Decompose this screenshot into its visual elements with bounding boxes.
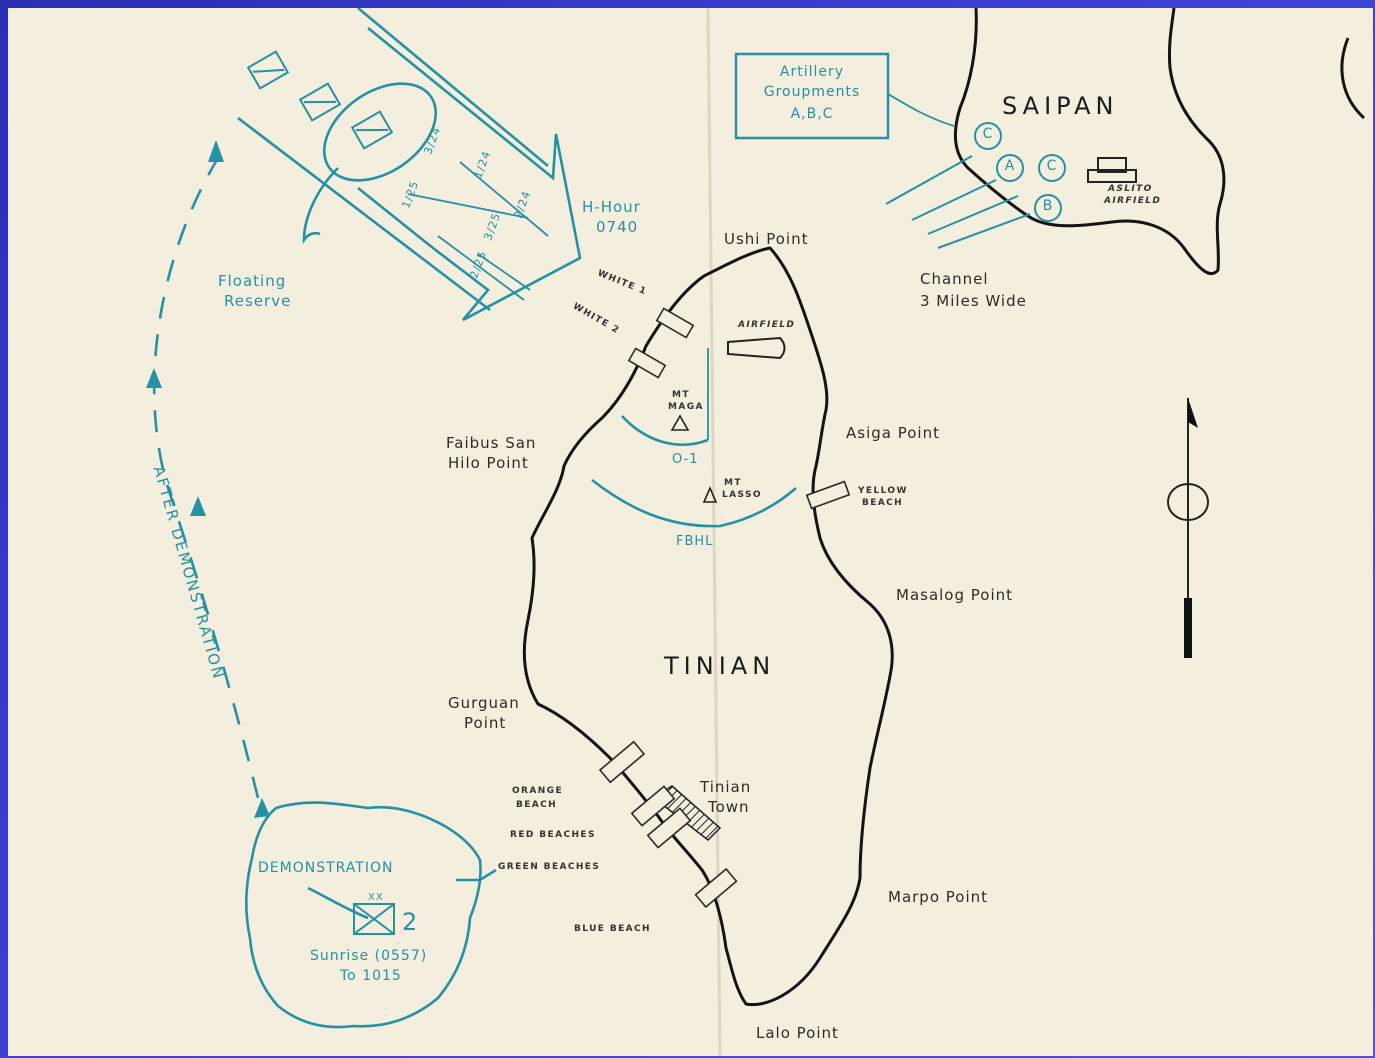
unit-2-label: 2	[402, 908, 419, 936]
tinian-coastline	[522, 246, 894, 1007]
map-sheet: SAIPAN TINIAN Ushi Point Asiga Point Fai…	[8, 8, 1373, 1056]
route-arrowhead-bottom	[254, 798, 270, 818]
channel-label-2: 3 Miles Wide	[920, 292, 1027, 310]
mt-maga-label-2: MAGA	[668, 402, 704, 412]
gurguan-point-label-2: Point	[464, 714, 507, 732]
mt-lasso-label-1: MT	[724, 478, 742, 488]
asiga-point-label: Asiga Point	[846, 424, 940, 442]
beach-orange	[598, 740, 646, 784]
mt-lasso-symbol	[702, 485, 718, 503]
mt-maga-symbol	[670, 414, 690, 431]
channel-label-1: Channel	[920, 270, 989, 288]
assault-arrow	[357, 26, 582, 322]
yellow-beach-label-1: YELLOW	[858, 486, 908, 496]
beach-blue	[694, 867, 738, 909]
o1-line	[621, 415, 709, 447]
gurguan-point-label-1: Gurguan	[448, 694, 520, 712]
mt-maga-label-1: MT	[672, 390, 690, 400]
groupment-c-label: C	[1046, 158, 1058, 174]
masalog-point-label: Masalog Point	[896, 586, 1014, 604]
demonstration-label: DEMONSTRATION	[258, 860, 394, 876]
beach-white-1	[655, 307, 695, 339]
green-beaches-label: GREEN BEACHES	[498, 862, 601, 872]
orange-beach-label-2: BEACH	[516, 800, 558, 810]
after-demonstration-route	[152, 157, 260, 799]
assault-unit-arrows	[407, 161, 549, 301]
orange-beach-label-1: ORANGE	[512, 786, 564, 796]
o1-label: O-1	[672, 452, 699, 467]
demonstration-pointer	[307, 886, 369, 920]
tinian-airfield-label: AIRFIELD	[738, 320, 796, 330]
assault-arrow-lower-edge	[237, 116, 491, 312]
north-arrow	[1167, 398, 1209, 658]
groupment-a-label: A	[1004, 158, 1016, 174]
route-arrowhead-mid	[146, 368, 162, 388]
beach-red-1	[630, 785, 676, 827]
marpo-point-label: Marpo Point	[888, 888, 989, 906]
lalo-point-label: Lalo Point	[756, 1024, 839, 1042]
tinian-label: TINIAN	[664, 652, 776, 680]
tinian-town-label-2: Town	[708, 798, 750, 816]
yellow-beach-label-2: BEACH	[862, 498, 904, 508]
h-hour-label-1: H-Hour	[582, 198, 641, 216]
artillery-circles	[974, 122, 1066, 222]
tinian-airfield-symbol	[727, 336, 786, 360]
artillery-label-2: Groupments	[763, 84, 861, 100]
fbhl-label: FBHL	[676, 534, 714, 549]
assault-arrow-upper-edge	[357, 8, 549, 167]
floating-reserve-label-1: Floating	[218, 272, 287, 290]
h-hour-label-2: 0740	[596, 218, 639, 236]
sunrise-label-2: To 1015	[340, 968, 402, 984]
artillery-box	[734, 52, 890, 140]
unit-xx-label: XX	[368, 892, 384, 903]
saipan-label: SAIPAN	[1002, 92, 1119, 120]
blue-beach-label: BLUE BEACH	[574, 924, 651, 934]
aslito-label-2: AIRFIELD	[1104, 196, 1162, 206]
artillery-fire-arrows	[885, 155, 1031, 249]
beach-yellow	[805, 480, 851, 510]
artillery-label-1: Artillery	[779, 64, 845, 80]
aslito-label-1: ASLITO	[1108, 184, 1153, 194]
floating-reserve-oval	[322, 82, 438, 182]
beach-red-2	[646, 807, 692, 849]
ushi-point-label: Ushi Point	[724, 230, 809, 248]
beach-white-2	[627, 347, 667, 379]
red-beaches-label: RED BEACHES	[510, 830, 596, 840]
floating-reserve-pointer	[302, 167, 339, 245]
floating-reserve-label-2: Reserve	[224, 292, 292, 310]
saipan-tip	[1340, 37, 1366, 120]
demonstration-area	[245, 801, 482, 1029]
demonstration-unit-symbol	[353, 903, 395, 935]
route-arrowhead-lower	[190, 496, 206, 516]
artillery-pointer	[887, 93, 955, 127]
artillery-label-3: A,B,C	[790, 106, 834, 122]
mt-lasso-label-2: LASSO	[722, 490, 762, 500]
aslito-airfield-runway	[1087, 169, 1137, 183]
saipan-coastline	[953, 8, 1226, 276]
sunrise-label-1: Sunrise (0557)	[310, 948, 428, 964]
demonstration-exit-arrow	[456, 868, 497, 882]
route-arrowhead-top	[208, 140, 224, 162]
unit-symbols-reserve	[246, 50, 394, 150]
faibus-point-label-1: Faibus San	[446, 434, 537, 452]
map-drawing	[146, 8, 1366, 1056]
faibus-point-label-2: Hilo Point	[448, 454, 529, 472]
groupment-b-label: B	[1042, 198, 1054, 214]
tinian-town-label-1: Tinian	[700, 778, 752, 796]
aslito-airfield-symbol	[1097, 157, 1127, 173]
groupment-c-label: C	[982, 126, 994, 142]
fbhl-line	[591, 478, 797, 528]
